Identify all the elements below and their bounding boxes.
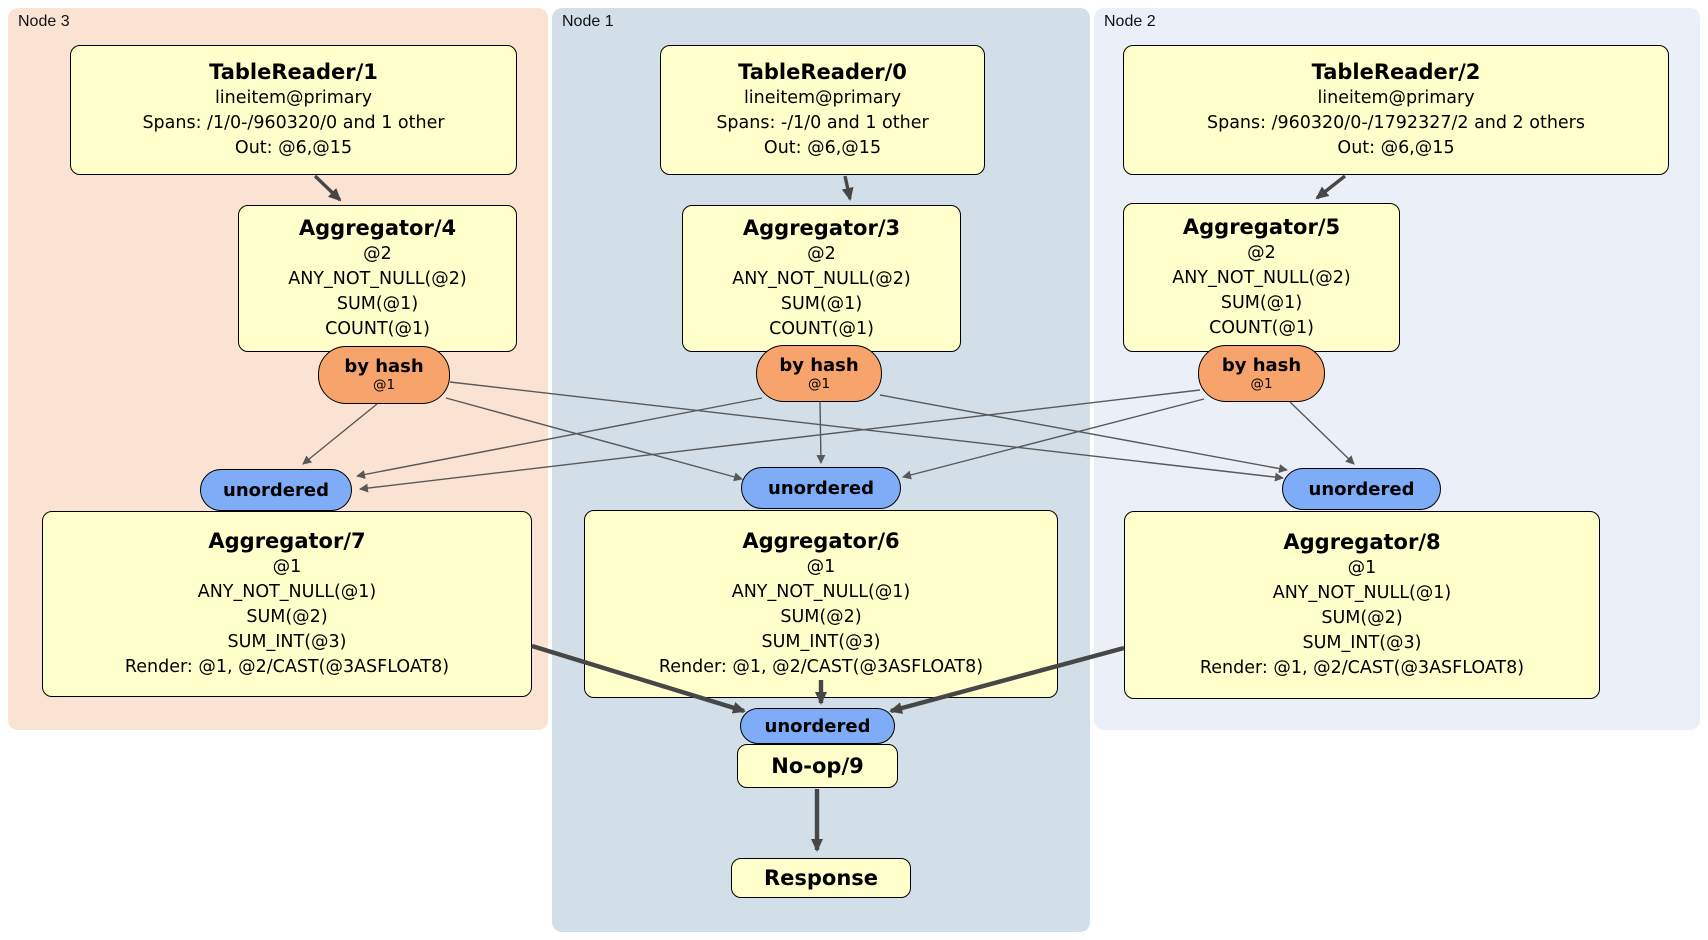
processor-detail: @2 xyxy=(363,244,392,264)
router-detail: @1 xyxy=(372,377,396,393)
processor-detail: @1 xyxy=(272,557,302,577)
router-by-hash-aggregator-5: by hash @1 xyxy=(1198,345,1325,402)
processor-detail: lineitem@primary xyxy=(1317,88,1475,108)
processor-title: Aggregator/3 xyxy=(742,216,901,240)
processor-detail: COUNT(@1) xyxy=(769,319,874,339)
synchronizer-label: unordered xyxy=(768,477,874,499)
processor-title: Aggregator/4 xyxy=(298,216,457,240)
processor-aggregator-7: Aggregator/7 @1 ANY_NOT_NULL(@1) SUM(@2)… xyxy=(42,511,532,697)
router-detail: @1 xyxy=(807,375,831,392)
processor-detail: COUNT(@1) xyxy=(1209,318,1314,338)
processor-detail: SUM(@2) xyxy=(246,607,328,627)
processor-detail: lineitem@primary xyxy=(743,88,902,108)
processor-aggregator-3: Aggregator/3 @2 ANY_NOT_NULL(@2) SUM(@1)… xyxy=(682,205,961,352)
processor-title: TableReader/1 xyxy=(209,60,378,84)
processor-detail: SUM(@2) xyxy=(1321,608,1403,628)
processor-aggregator-4: Aggregator/4 @2 ANY_NOT_NULL(@2) SUM(@1)… xyxy=(238,205,517,352)
processor-detail: ANY_NOT_NULL(@2) xyxy=(732,269,911,289)
processor-detail: Spans: -/1/0 and 1 other xyxy=(716,113,929,133)
processor-detail: COUNT(@1) xyxy=(325,319,430,339)
synchronizer-unordered-aggregator-6: unordered xyxy=(741,467,901,509)
processor-title: TableReader/2 xyxy=(1311,60,1481,84)
processor-detail: SUM(@1) xyxy=(780,294,863,314)
processor-detail: ANY_NOT_NULL(@1) xyxy=(1272,583,1452,603)
synchronizer-unordered-noop-9: unordered xyxy=(740,708,895,744)
router-label: by hash xyxy=(344,356,424,377)
processor-detail: Render: @1, @2/CAST(@3ASFLOAT8) xyxy=(658,657,984,677)
processor-detail: lineitem@primary xyxy=(214,88,373,108)
processor-aggregator-6: Aggregator/6 @1 ANY_NOT_NULL(@1) SUM(@2)… xyxy=(584,510,1058,698)
router-label: by hash xyxy=(779,354,859,376)
region-node-2-label: Node 2 xyxy=(1104,13,1156,30)
processor-detail: @1 xyxy=(1347,558,1377,578)
processor-tablereader-1: TableReader/1 lineitem@primary Spans: /1… xyxy=(70,45,517,175)
processor-detail: @2 xyxy=(1247,243,1276,263)
processor-detail: Out: @6,@15 xyxy=(763,138,882,158)
processor-title: TableReader/0 xyxy=(738,60,907,84)
synchronizer-label: unordered xyxy=(1308,478,1415,500)
router-by-hash-aggregator-3: by hash @1 xyxy=(756,345,882,402)
processor-detail: ANY_NOT_NULL(@2) xyxy=(288,269,467,289)
processor-title: Response xyxy=(763,865,879,890)
processor-detail: Spans: /960320/0-/1792327/2 and 2 others xyxy=(1206,113,1585,133)
processor-detail: SUM(@2) xyxy=(780,607,862,627)
processor-noop-9: No-op/9 xyxy=(737,744,898,788)
synchronizer-label: unordered xyxy=(764,715,871,737)
synchronizer-unordered-aggregator-7: unordered xyxy=(200,469,352,511)
processor-detail: SUM(@1) xyxy=(1220,293,1303,313)
processor-title: Aggregator/5 xyxy=(1182,215,1341,239)
processor-detail: SUM_INT(@3) xyxy=(761,632,881,652)
processor-detail: Out: @6,@15 xyxy=(1337,138,1455,158)
processor-tablereader-0: TableReader/0 lineitem@primary Spans: -/… xyxy=(660,45,985,175)
processor-detail: Render: @1, @2/CAST(@3ASFLOAT8) xyxy=(1199,658,1525,678)
processor-detail: ANY_NOT_NULL(@2) xyxy=(1172,268,1351,288)
router-detail: @1 xyxy=(1250,375,1273,392)
processor-detail: @1 xyxy=(806,557,836,577)
processor-title: Aggregator/8 xyxy=(1283,530,1441,554)
processor-tablereader-2: TableReader/2 lineitem@primary Spans: /9… xyxy=(1123,45,1669,175)
processor-detail: Out: @6,@15 xyxy=(234,138,353,158)
router-label: by hash xyxy=(1221,354,1302,376)
synchronizer-label: unordered xyxy=(223,479,329,501)
processor-response: Response xyxy=(731,858,911,898)
processor-detail: SUM_INT(@3) xyxy=(227,632,347,652)
processor-detail: Spans: /1/0-/960320/0 and 1 other xyxy=(142,113,445,133)
synchronizer-unordered-aggregator-8: unordered xyxy=(1282,468,1441,510)
router-by-hash-aggregator-4: by hash @1 xyxy=(318,346,450,404)
processor-detail: ANY_NOT_NULL(@1) xyxy=(197,582,377,602)
processor-detail: ANY_NOT_NULL(@1) xyxy=(731,582,911,602)
processor-title: No-op/9 xyxy=(771,753,864,778)
processor-title: Aggregator/6 xyxy=(742,529,900,553)
processor-detail: SUM(@1) xyxy=(336,294,419,314)
processor-title: Aggregator/7 xyxy=(208,529,366,553)
processor-aggregator-5: Aggregator/5 @2 ANY_NOT_NULL(@2) SUM(@1)… xyxy=(1123,203,1400,352)
processor-aggregator-8: Aggregator/8 @1 ANY_NOT_NULL(@1) SUM(@2)… xyxy=(1124,511,1600,699)
region-node-1-label: Node 1 xyxy=(562,13,614,30)
processor-detail: Render: @1, @2/CAST(@3ASFLOAT8) xyxy=(124,657,450,677)
region-node-3-label: Node 3 xyxy=(18,13,70,30)
processor-detail: @2 xyxy=(807,244,836,264)
processor-detail: SUM_INT(@3) xyxy=(1302,633,1422,653)
